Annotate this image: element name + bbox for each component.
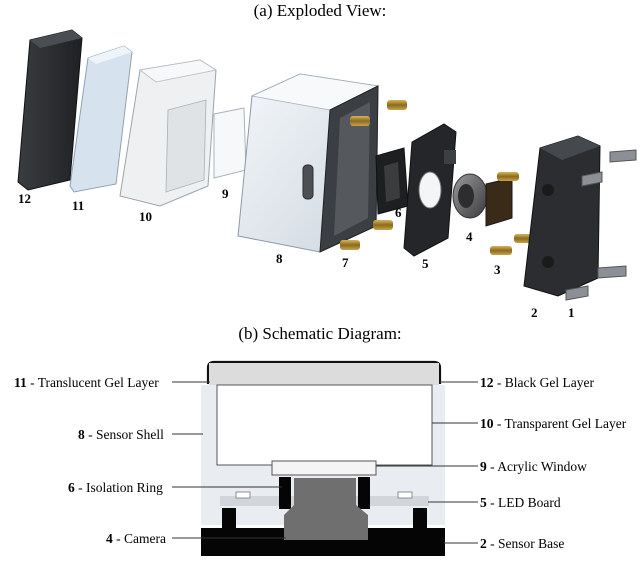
schematic-isolation-ring — [279, 477, 291, 509]
schematic-transparent-gel-layer — [216, 384, 433, 466]
schematic-acrylic-window — [271, 460, 377, 476]
part-acrylic-window — [213, 107, 247, 179]
part-camera — [452, 173, 513, 227]
part-led-board — [403, 123, 457, 257]
exploded-label-2: 2 — [531, 305, 538, 320]
label-sensor-base: 2 - Sensor Base — [480, 536, 564, 551]
caption-exploded-view: (a) Exploded View: — [254, 1, 387, 20]
exploded-label-8: 8 — [276, 251, 283, 266]
exploded-label-10: 10 — [139, 209, 152, 224]
label-black-gel-layer: 12 - Black Gel Layer — [480, 375, 594, 390]
schematic-translucent-gel-layer — [209, 363, 439, 385]
exploded-label-7: 7 — [342, 255, 349, 270]
exploded-label-11: 11 — [72, 198, 84, 213]
exploded-label-4: 4 — [466, 229, 473, 244]
exploded-label-5: 5 — [422, 256, 429, 271]
part-screws — [565, 149, 637, 301]
part-translucent-gel-layer — [69, 45, 133, 193]
label-transparent-gel-layer: 10 - Transparent Gel Layer — [480, 416, 627, 431]
exploded-label-12: 12 — [18, 191, 31, 206]
label-translucent-gel-layer: 11 - Translucent Gel Layer — [14, 375, 159, 390]
label-led-board: 5 - LED Board — [480, 495, 561, 510]
schematic-leader-lines — [172, 381, 478, 544]
exploded-label-6: 6 — [395, 205, 402, 220]
part-isolation-ring — [375, 147, 409, 215]
exploded-label-3: 3 — [494, 262, 501, 277]
exploded-label-9: 9 — [222, 186, 229, 201]
label-sensor-shell: 8 - Sensor Shell — [78, 427, 164, 442]
part-sensor-base — [523, 135, 601, 297]
part-black-gel-layer — [17, 29, 83, 191]
caption-schematic-diagram: (b) Schematic Diagram: — [238, 324, 401, 343]
label-isolation-ring: 6 - Isolation Ring — [68, 480, 163, 495]
part-brass-inserts — [340, 100, 407, 250]
part-sensor-shell — [237, 73, 380, 253]
schematic-black-gel-layer — [206, 360, 442, 384]
schematic-camera — [284, 478, 368, 540]
label-acrylic-window: 9 - Acrylic Window — [480, 459, 587, 474]
label-camera: 4 - Camera — [106, 531, 166, 546]
exploded-label-1: 1 — [568, 305, 575, 320]
part-transparent-gel-layer — [119, 59, 218, 207]
